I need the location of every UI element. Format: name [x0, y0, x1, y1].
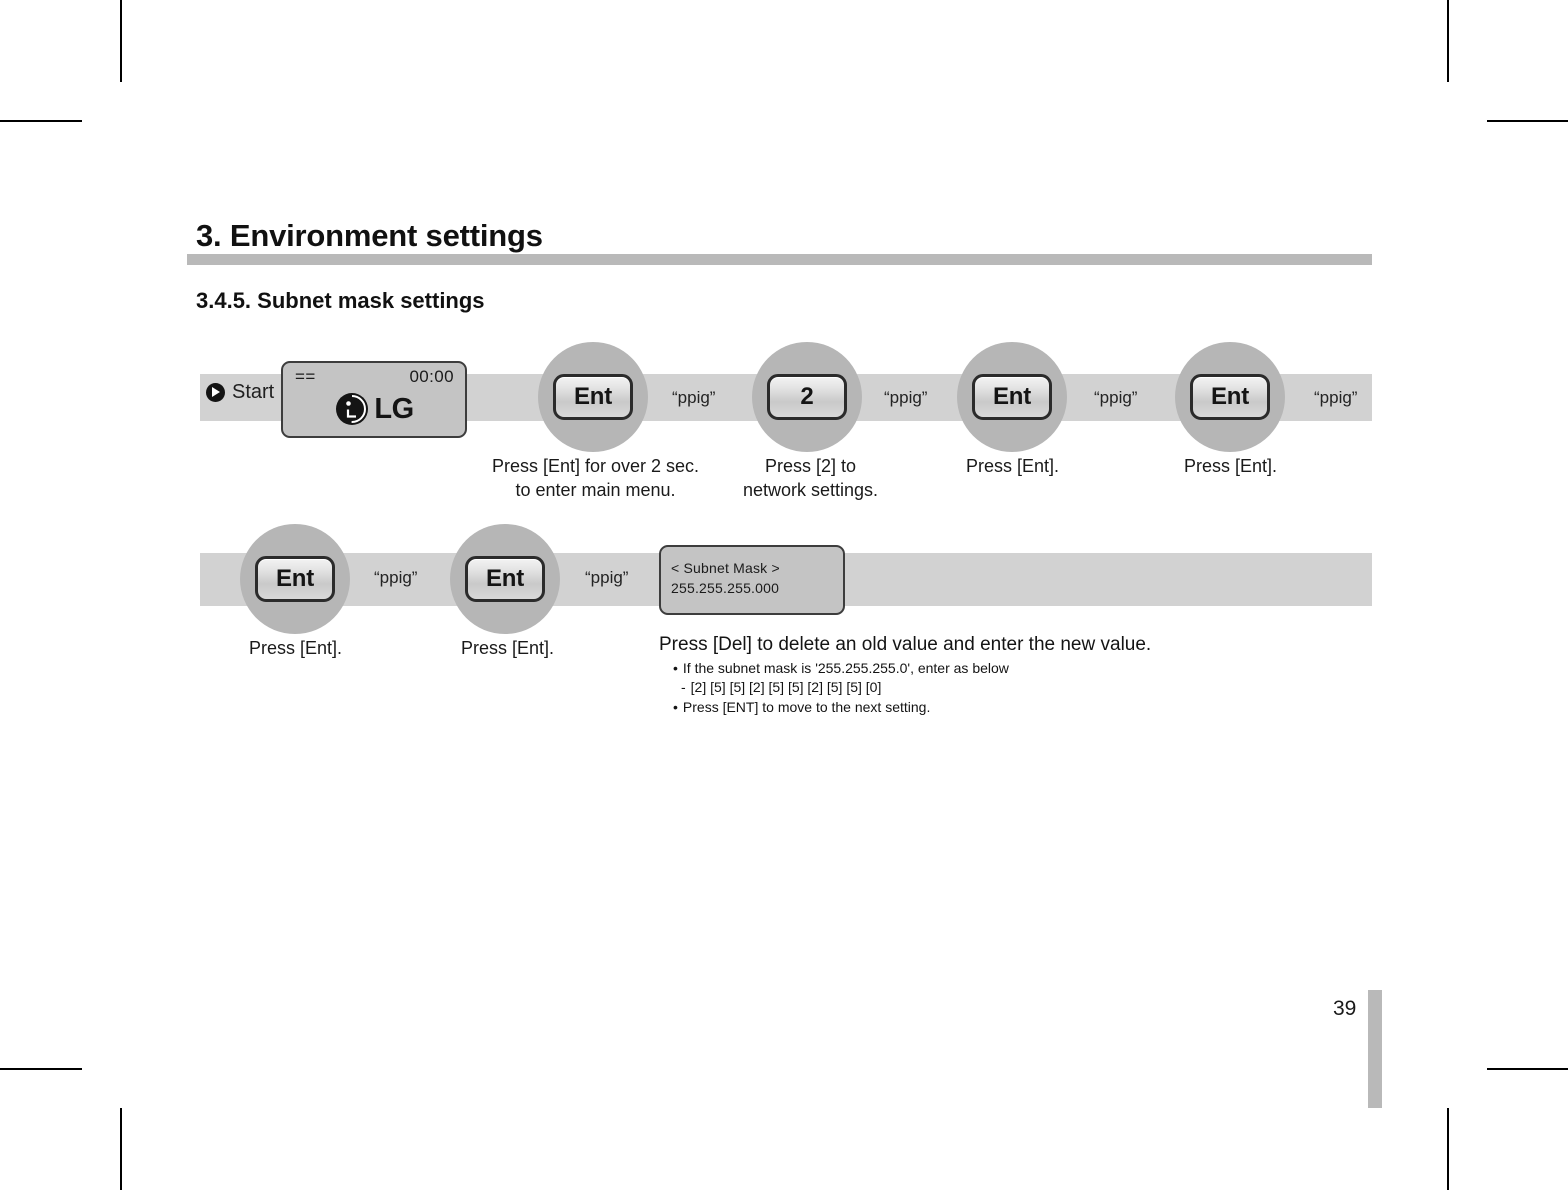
sound-label-row1-2: “ppig” [884, 388, 928, 407]
key-label: Ent [573, 383, 613, 410]
key-button-ent[interactable]: Ent [1190, 374, 1270, 420]
chapter-title-rule [187, 254, 1372, 265]
key-button-2[interactable]: 2 [767, 374, 847, 420]
sound-label-row2-1: “ppig” [374, 568, 418, 587]
caption-row2-step1: Press [Ent]. [248, 638, 343, 658]
key-node-row1-step4[interactable]: Ent [1175, 342, 1285, 452]
key-node-row1-step3[interactable]: Ent [957, 342, 1067, 452]
note-bullet-2: Press [ENT] to move to the next setting. [659, 699, 1279, 715]
crop-mark-top-left-horizontal [0, 120, 82, 122]
key-label: Ent [992, 383, 1032, 410]
key-node-row1-step1[interactable]: Ent [538, 342, 648, 452]
flow-start-marker: Start [206, 382, 274, 402]
lg-wordmark: LG [374, 392, 414, 425]
crop-mark-bottom-right-vertical [1447, 1108, 1449, 1190]
key-node-row2-step1[interactable]: Ent [240, 524, 350, 634]
key-node-row2-step2[interactable]: Ent [450, 524, 560, 634]
lcd-subnet-value: 255.255.255.000 [671, 580, 780, 597]
lcd-brand-row: LG [283, 391, 465, 427]
key-label: Ent [275, 565, 315, 592]
crop-mark-top-right-vertical [1447, 0, 1449, 82]
crop-mark-top-right-horizontal [1487, 120, 1568, 122]
note-bullet-1: If the subnet mask is '255.255.255.0', e… [659, 660, 1279, 676]
key-button-ent[interactable]: Ent [972, 374, 1052, 420]
caption-row1-step2: Press [2] to network settings. [742, 456, 879, 501]
sound-label-row1-4: “ppig” [1314, 388, 1358, 407]
note-headline: Press [Del] to delete an old value and e… [659, 634, 1152, 655]
lcd-display-idle: == 00:00 LG [281, 361, 467, 438]
caption-row1-step1: Press [Ent] for over 2 sec. to enter mai… [491, 456, 700, 501]
section-title: 3.4.5. Subnet mask settings [196, 288, 485, 313]
caption-row1-step4: Press [Ent]. [1183, 456, 1278, 476]
crop-mark-bottom-left-vertical [120, 1108, 122, 1190]
key-button-ent[interactable]: Ent [553, 374, 633, 420]
play-circle-icon [206, 382, 225, 402]
lg-logo-icon [334, 391, 370, 427]
caption-row1-step3: Press [Ent]. [965, 456, 1060, 476]
key-node-row1-step2[interactable]: 2 [752, 342, 862, 452]
page-number: 39 [1333, 997, 1357, 1020]
caption-row2-step2: Press [Ent]. [460, 638, 555, 658]
lcd-subnet-title: < Subnet Mask > [671, 560, 780, 576]
key-label: 2 [800, 383, 814, 410]
sound-label-row1-3: “ppig” [1094, 388, 1138, 407]
page-edge-bar [1368, 990, 1382, 1108]
sound-label-row2-2: “ppig” [585, 568, 629, 587]
note-sub-1: [2] [5] [5] [2] [5] [5] [2] [5] [5] [0] [659, 679, 1279, 695]
instruction-note: Press [Del] to delete an old value and e… [659, 634, 1279, 715]
sound-label-row1-1: “ppig” [672, 388, 716, 407]
flow-start-label: Start [232, 381, 275, 403]
key-button-ent[interactable]: Ent [255, 556, 335, 602]
lcd-display-subnet-mask: < Subnet Mask > 255.255.255.000 [659, 545, 845, 615]
key-label: Ent [1210, 383, 1250, 410]
key-label: Ent [485, 565, 525, 592]
lcd-top-row: == 00:00 [295, 367, 454, 387]
key-button-ent[interactable]: Ent [465, 556, 545, 602]
lcd-clock: 00:00 [409, 367, 454, 386]
crop-mark-bottom-right-horizontal [1487, 1068, 1568, 1070]
crop-mark-bottom-left-horizontal [0, 1068, 82, 1070]
lcd-left-indicator: == [295, 367, 316, 386]
crop-mark-top-left-vertical [120, 0, 122, 82]
chapter-title: 3. Environment settings [196, 218, 543, 253]
